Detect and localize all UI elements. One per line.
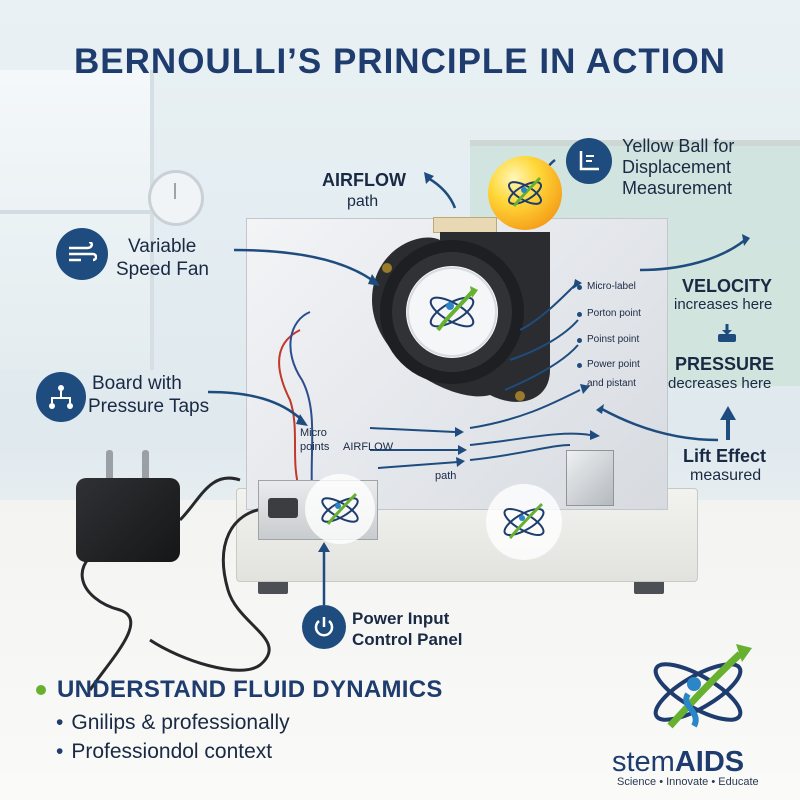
tap-label-5: and pistant <box>587 378 636 389</box>
brand-prefix: stem <box>612 746 675 778</box>
tap-dot <box>577 338 582 343</box>
ball-callout-line2: Displacement <box>622 157 732 177</box>
section-heading: UNDERSTAND FLUID DYNAMICS <box>57 676 443 703</box>
velocity-callout-sub: increases here <box>674 296 773 313</box>
ball-callout-line3: Measurement <box>622 178 733 198</box>
pressure-callout-sub: decreases here <box>668 375 772 392</box>
airflow-callout-title: AIRFLOW <box>322 170 406 190</box>
tap-label-3: Poinst point <box>587 334 640 345</box>
download-tray-icon <box>716 322 738 348</box>
pressure-callout-title: PRESSURE <box>675 354 775 374</box>
brand-suffix: AIDS <box>674 746 745 778</box>
board-callout-line2: Pressure Taps <box>88 396 210 417</box>
bullet-item-2: Professiondol context <box>56 740 272 764</box>
micro-points-line1: Micro <box>300 427 327 439</box>
power-callout-line1: Power Input <box>352 609 450 628</box>
tap-label-2: Porton point <box>587 308 641 319</box>
atom-logo-icon <box>503 502 545 539</box>
dc-jack <box>268 498 298 518</box>
background-clock <box>148 170 204 226</box>
velocity-callout-title: VELOCITY <box>682 276 773 296</box>
board-airflow-label: AIRFLOW <box>343 441 394 453</box>
atom-logo-icon <box>321 492 359 525</box>
airflow-callout-sub: path <box>347 193 379 210</box>
bullet-item-1: Gnilips & professionally <box>56 711 289 735</box>
network-icon <box>36 372 86 422</box>
lift-callout-sub: measured <box>690 467 762 484</box>
fan-callout-line2: Speed Fan <box>116 259 209 280</box>
adapter-prong <box>106 450 113 484</box>
power-icon <box>302 605 346 649</box>
tap-dot <box>577 363 582 368</box>
tap-dot <box>577 285 582 290</box>
fan-callout-line1: Variable <box>128 236 197 257</box>
brand-name: stemAIDS <box>612 746 744 779</box>
atom-logo-icon <box>653 644 752 729</box>
power-callout-line2: Control Panel <box>352 630 463 649</box>
board-path-label: path <box>435 470 457 482</box>
heading-bullet-dot <box>36 685 46 695</box>
background-window <box>0 70 154 370</box>
page-title: BERNOULLI’S PRINCIPLE IN ACTION <box>74 42 726 81</box>
mounting-bracket <box>566 450 614 506</box>
tap-label-1: Micro-label <box>587 281 636 292</box>
power-adapter <box>76 478 180 562</box>
chart-axis-icon <box>566 138 612 184</box>
micro-points-line2: points <box>300 441 330 453</box>
adapter-prong <box>142 450 149 484</box>
board-callout-line1: Board with <box>92 373 182 394</box>
atom-logo-icon <box>508 176 542 207</box>
ball-callout-line1: Yellow Ball for <box>622 136 735 156</box>
base-foot-right <box>634 578 664 594</box>
lift-callout-title: Lift Effect <box>683 446 766 466</box>
tap-label-4: Power point <box>587 359 640 370</box>
brand-tagline: Science • Innovate • Educate <box>617 776 759 788</box>
base-foot-left <box>258 578 288 594</box>
wind-icon <box>56 228 108 280</box>
tap-dot <box>577 312 582 317</box>
